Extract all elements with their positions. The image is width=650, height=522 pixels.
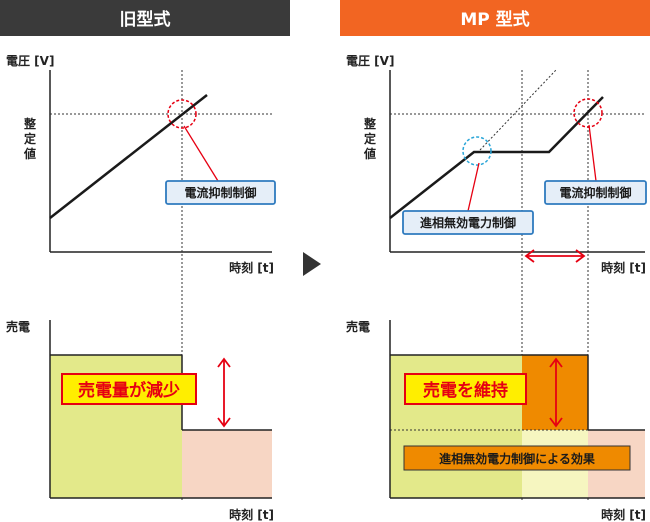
right-setpoint-char-1: 整 (363, 116, 376, 131)
right-current-callout-box (544, 180, 647, 205)
right-current-callout-text: 電流抑制制御 (559, 185, 631, 200)
right-setpoint-char-3: 値 (363, 146, 376, 161)
right-power-callout-box (404, 373, 527, 405)
right-voltage-line (389, 96, 604, 219)
right-duration-arrow (524, 249, 586, 263)
right-projected-voltage-line (479, 69, 557, 151)
left-decrease-arrow (217, 357, 231, 428)
right-effect-text: 進相無効電力制御による効果 (439, 451, 595, 466)
left-current-limit-circle (167, 99, 197, 129)
right-voltage-label: 電圧 [V] (346, 54, 394, 68)
right-effect-box (403, 445, 631, 471)
left-power-callout-text: 売電量が減少 (78, 380, 180, 401)
right-time-label: 時刻 [t] (601, 260, 646, 275)
right-maintain-arrow (549, 357, 563, 428)
right-power-area-maintained (522, 355, 588, 430)
right-setpoint-label: 整 定 値 (363, 116, 376, 161)
right-setpoint-char-2: 定 (364, 131, 376, 146)
left-setpoint-label: 整 定 値 (23, 116, 36, 161)
right-current-limit-circle (573, 98, 603, 128)
right-header-bar (340, 0, 650, 36)
left-time-label: 時刻 [t] (229, 260, 274, 275)
right-reactive-callout-pointer (467, 162, 480, 212)
right-power-time-label: 時刻 [t] (601, 507, 646, 522)
left-callout-text: 電流抑制制御 (184, 185, 256, 200)
left-callout-pointer (183, 125, 219, 182)
left-power-label: 売電 (6, 319, 30, 334)
right-current-callout-pointer (588, 124, 597, 182)
left-voltage-label: 電圧 [V] (6, 54, 54, 68)
right-reactive-control-circle (462, 136, 492, 166)
left-header-title: 旧型式 (120, 9, 171, 30)
left-callout-box (165, 180, 276, 205)
left-power-area-after (182, 430, 272, 498)
left-power-time-label: 時刻 [t] (229, 507, 274, 522)
right-power-callout-text: 売電を維持 (423, 380, 508, 401)
left-power-callout-box (61, 373, 197, 405)
right-reactive-callout-box (402, 210, 534, 235)
right-reactive-callout-text: 進相無効電力制御 (420, 215, 516, 230)
left-setpoint-char-3: 値 (23, 146, 36, 161)
left-setpoint-char-2: 定 (24, 131, 36, 146)
play-triangle-icon (303, 252, 321, 276)
right-power-label: 売電 (346, 319, 370, 334)
left-voltage-line (49, 94, 208, 219)
right-header-title: MP 型式 (460, 9, 529, 30)
left-setpoint-char-1: 整 (23, 116, 36, 131)
left-header-bar (0, 0, 290, 36)
